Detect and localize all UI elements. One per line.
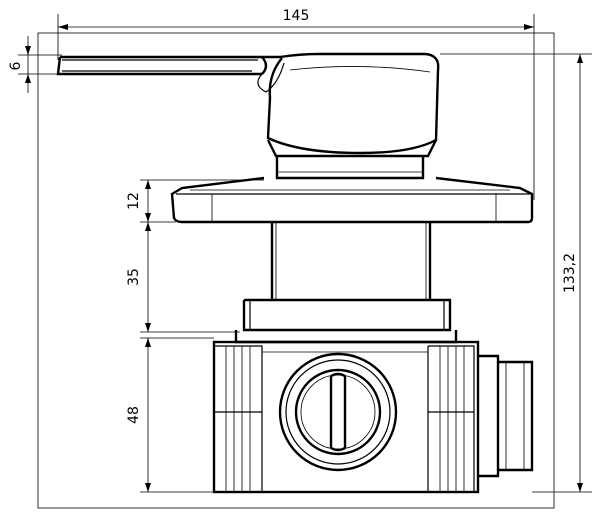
valve-body <box>212 340 480 494</box>
dimension-overall-height: 133,2 <box>440 53 592 493</box>
dimension-stem-length: 35 <box>126 222 240 333</box>
stem-tube <box>270 222 432 300</box>
dimension-flange-thickness: 12 <box>126 179 264 223</box>
flange-thickness-label: 12 <box>126 192 142 210</box>
stem-length-label: 35 <box>126 268 142 286</box>
valve-collar <box>234 298 458 344</box>
body-height-label: 48 <box>126 406 142 424</box>
overall-width-label: 145 <box>283 8 310 24</box>
escutcheon-flange <box>170 176 534 224</box>
overall-height-label: 133,2 <box>562 253 578 293</box>
central-port <box>278 352 398 472</box>
side-outlet <box>478 354 534 478</box>
lever-thickness-label: 6 <box>8 61 24 70</box>
dimension-lever-thickness: 6 <box>8 36 62 93</box>
mounting-plate-outline <box>37 32 555 509</box>
lever-handle <box>56 52 440 180</box>
dimension-overall-width: 145 <box>57 8 535 200</box>
dimension-body-height: 48 <box>126 337 214 493</box>
